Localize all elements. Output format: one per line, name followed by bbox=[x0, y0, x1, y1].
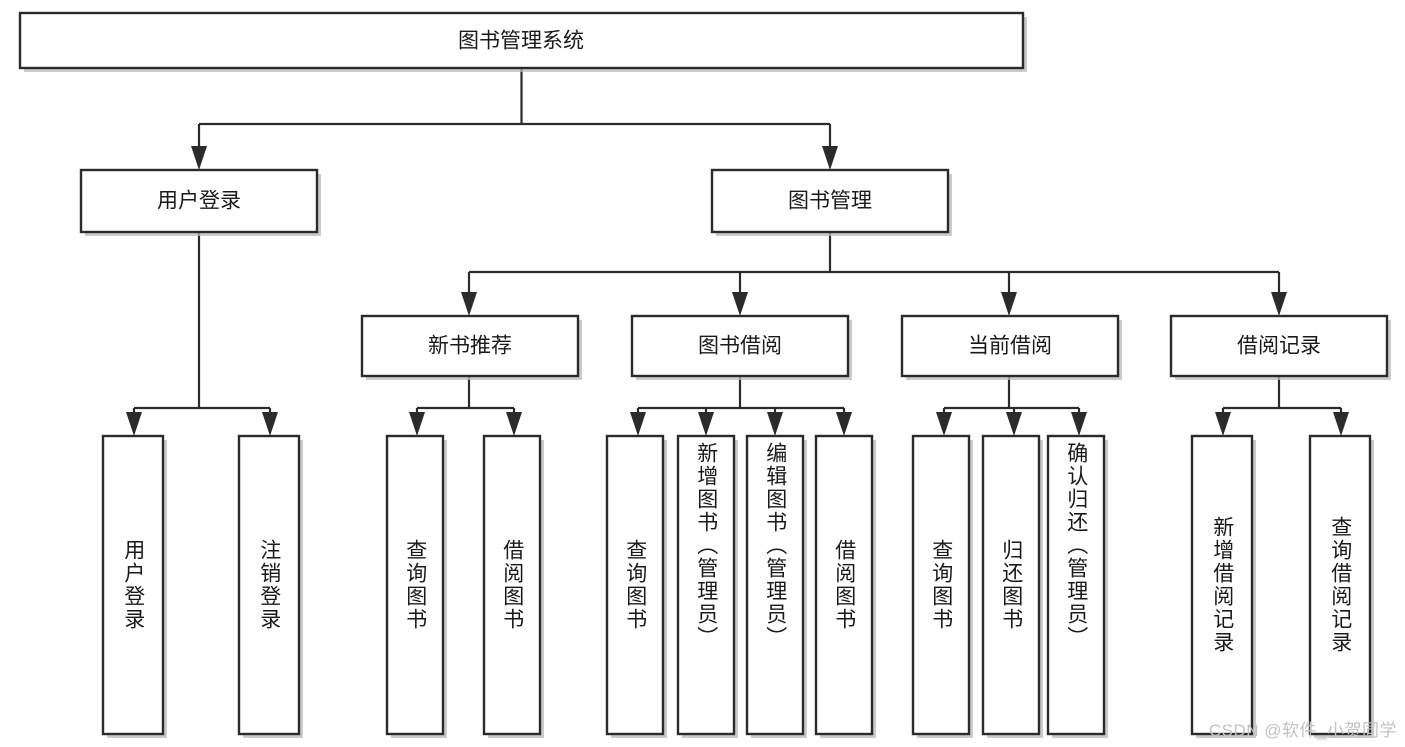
arrowhead-borrow-record bbox=[1271, 292, 1287, 316]
leaf-query-book-1-text-wrap: 查询图书 bbox=[387, 436, 443, 734]
arrowhead-book-borrow bbox=[732, 292, 748, 316]
arrowhead-leaf-query-book-1 bbox=[409, 412, 425, 436]
leaf-edit-book-text-wrap: 编辑图书（管理员） bbox=[747, 436, 803, 734]
leaf-add-book-text-wrap: 新增图书（管理员） bbox=[678, 436, 734, 734]
leaf-user-login-text-wrap: 用户登录 bbox=[103, 436, 163, 734]
node-new-book-recommend-label: 新书推荐 bbox=[428, 335, 512, 358]
leaf-query-book-2-label: 查询图书 bbox=[623, 539, 647, 631]
node-leaf-confirm-return[interactable] bbox=[1046, 434, 1108, 738]
node-root[interactable]: 图书管理系统 bbox=[18, 11, 1027, 72]
leaf-query-book-3-label: 查询图书 bbox=[929, 539, 953, 631]
arrowhead-current-borrow bbox=[1001, 292, 1017, 316]
node-leaf-add-record[interactable] bbox=[1190, 434, 1256, 738]
node-leaf-return-book[interactable] bbox=[981, 434, 1043, 738]
leaf-borrow-book-2-text-wrap: 借阅图书 bbox=[816, 436, 872, 734]
arrowhead-leaf-confirm-return bbox=[1071, 412, 1087, 436]
leaf-query-book-3-text-wrap: 查询图书 bbox=[913, 436, 969, 734]
node-user-login[interactable]: 用户登录 bbox=[79, 168, 321, 236]
leaf-confirm-return-label: 确认归还（管理员） bbox=[1064, 442, 1088, 649]
arrowhead-leaf-borrow-book-2 bbox=[836, 412, 852, 436]
leaf-borrow-book-1-label: 借阅图书 bbox=[500, 539, 524, 631]
node-leaf-query-book-2[interactable] bbox=[605, 434, 667, 738]
node-leaf-add-book[interactable] bbox=[676, 434, 738, 738]
arrowhead-leaf-add-book bbox=[698, 412, 714, 436]
arrowhead-leaf-query-book-3 bbox=[936, 412, 952, 436]
leaf-query-record-label: 查询借阅记录 bbox=[1328, 516, 1352, 654]
arrowhead-book-management bbox=[822, 146, 838, 170]
leaf-confirm-return-text-wrap: 确认归还（管理员） bbox=[1048, 436, 1104, 734]
node-current-borrow-label: 当前借阅 bbox=[968, 335, 1052, 358]
node-leaf-user-logout[interactable] bbox=[237, 434, 303, 738]
arrowhead-leaf-query-record bbox=[1333, 412, 1349, 436]
connector-layer bbox=[126, 68, 1349, 436]
node-leaf-user-login[interactable] bbox=[101, 434, 167, 738]
node-leaf-query-record[interactable] bbox=[1308, 434, 1374, 738]
leaf-query-record-text-wrap: 查询借阅记录 bbox=[1310, 436, 1370, 734]
node-borrow-record-label: 借阅记录 bbox=[1237, 335, 1321, 358]
leaf-query-book-1-label: 查询图书 bbox=[403, 539, 427, 631]
leaf-borrow-book-1-text-wrap: 借阅图书 bbox=[484, 436, 540, 734]
arrowhead-leaf-edit-book bbox=[767, 412, 783, 436]
watermark-text: CSDN @软件_小贺同学 bbox=[1208, 721, 1397, 740]
leaf-add-record-text-wrap: 新增借阅记录 bbox=[1192, 436, 1252, 734]
node-leaf-query-book-1[interactable] bbox=[385, 434, 447, 738]
leaf-add-book-label: 新增图书（管理员） bbox=[694, 442, 718, 649]
arrowhead-user-login bbox=[191, 146, 207, 170]
node-book-management[interactable]: 图书管理 bbox=[710, 168, 952, 236]
node-current-borrow[interactable]: 当前借阅 bbox=[900, 314, 1122, 380]
leaf-return-book-text-wrap: 归还图书 bbox=[983, 436, 1039, 734]
node-leaf-borrow-book-1[interactable] bbox=[482, 434, 544, 738]
node-book-borrow-label: 图书借阅 bbox=[698, 335, 782, 358]
arrowhead-leaf-query-book-2 bbox=[630, 412, 646, 436]
leaf-return-book-label: 归还图书 bbox=[999, 539, 1023, 631]
arrowhead-leaf-user-logout bbox=[262, 412, 278, 436]
arrowhead-leaf-return-book bbox=[1006, 412, 1022, 436]
node-book-management-label: 图书管理 bbox=[788, 190, 872, 213]
node-new-book-recommend[interactable]: 新书推荐 bbox=[360, 314, 582, 380]
node-borrow-record[interactable]: 借阅记录 bbox=[1169, 314, 1391, 380]
leaf-user-logout-text-wrap: 注销登录 bbox=[239, 436, 299, 734]
arrowhead-leaf-user-login bbox=[126, 412, 142, 436]
node-leaf-query-book-3[interactable] bbox=[911, 434, 973, 738]
arrowhead-leaf-borrow-book-1 bbox=[506, 412, 522, 436]
leaf-user-login-label: 用户登录 bbox=[121, 539, 145, 631]
leaf-edit-book-label: 编辑图书（管理员） bbox=[763, 442, 787, 649]
node-root-label: 图书管理系统 bbox=[458, 30, 584, 53]
node-layer: 图书管理系统 用户登录 图书管理 新书推荐 bbox=[18, 11, 1391, 738]
leaf-user-logout-label: 注销登录 bbox=[257, 539, 281, 631]
node-user-login-label: 用户登录 bbox=[157, 190, 241, 213]
arrowhead-leaf-add-record bbox=[1215, 412, 1231, 436]
node-book-borrow[interactable]: 图书借阅 bbox=[630, 314, 852, 380]
leaf-query-book-2-text-wrap: 查询图书 bbox=[607, 436, 663, 734]
leaf-borrow-book-2-label: 借阅图书 bbox=[832, 539, 856, 631]
leaf-add-record-label: 新增借阅记录 bbox=[1210, 516, 1234, 654]
arrowhead-new-book-recommend bbox=[461, 292, 477, 316]
node-leaf-edit-book[interactable] bbox=[745, 434, 807, 738]
node-leaf-borrow-book-2[interactable] bbox=[814, 434, 876, 738]
